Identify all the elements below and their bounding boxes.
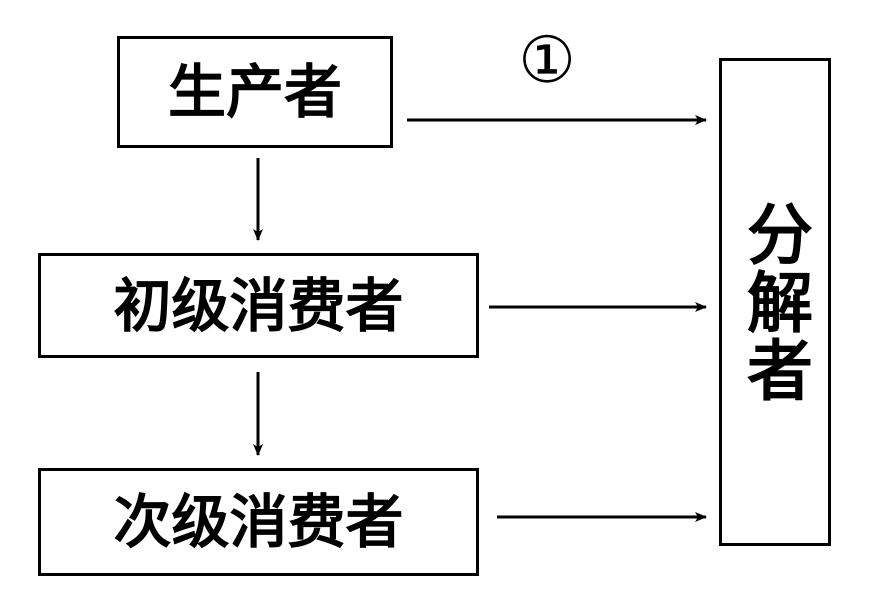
producer-label: 生产者 xyxy=(167,58,342,126)
producer-node: 生产者 xyxy=(117,36,393,148)
primary-consumer-node: 初级消费者 xyxy=(38,253,479,358)
decomposer-label: 分解者 xyxy=(736,200,814,404)
secondary-consumer-node: 次级消费者 xyxy=(38,468,479,576)
edge-label-1: ① xyxy=(518,24,576,98)
secondary-consumer-label: 次级消费者 xyxy=(113,488,404,556)
decomposer-node: 分解者 xyxy=(719,58,831,546)
primary-consumer-label: 初级消费者 xyxy=(113,271,404,340)
